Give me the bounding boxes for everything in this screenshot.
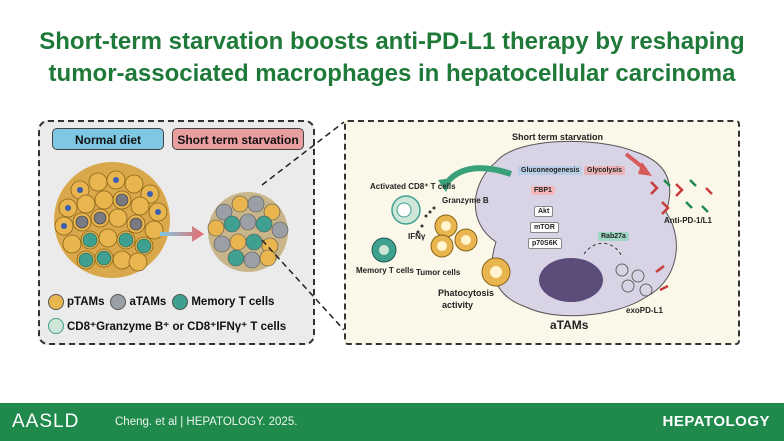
rab27a-box: Rab27a: [598, 232, 629, 241]
glycolysis-box: Glycolysis: [584, 166, 626, 175]
legend-atams: aTAMs: [129, 296, 167, 308]
normal-diet-tumor: [54, 162, 170, 278]
short-term-starvation-label: Short term starvation: [172, 128, 304, 150]
title-line-1: Short-term starvation boosts anti-PD-L1 …: [39, 28, 745, 55]
citation: Cheng. et al | HEPATOLOGY. 2025.: [115, 416, 298, 428]
granzyme-b-label: Granzyme B: [442, 196, 489, 205]
legend-memory: Memory T cells: [191, 296, 275, 308]
cd8-t-cell-icon: [48, 318, 64, 334]
footer-bar: AASLD Cheng. et al | HEPATOLOGY. 2025. H…: [0, 403, 784, 441]
mechanism-illustration: [371, 140, 713, 317]
legend-row-2: CD8⁺Granzyme B⁺ or CD8⁺IFNγ⁺ T cells: [48, 318, 286, 334]
tumor-cells-label: Tumor cells: [416, 268, 461, 277]
phagocytosis-label: Phatocytosis: [438, 288, 495, 298]
transition-arrow: [160, 226, 204, 242]
mtor-box: mTOR: [530, 222, 559, 233]
phagocytosis-activity-label: activity: [442, 300, 474, 310]
ifng-label: IFNγ: [408, 232, 426, 241]
legend-ptams: pTAMs: [67, 296, 105, 308]
normal-diet-label: Normal diet: [52, 128, 164, 150]
akt-box: Akt: [534, 206, 554, 217]
hepatology-logo: HEPATOLOGY: [662, 413, 770, 430]
starvation-header: Short term starvation: [512, 132, 604, 142]
activated-cd8-label: Activated CD8⁺ T cells: [370, 182, 456, 191]
tumor-illustration: [54, 162, 289, 278]
aasld-logo: AASLD: [12, 411, 80, 432]
atams-label: aTAMs: [550, 318, 589, 332]
title-line-2: tumor-associated macrophages in hepatoce…: [48, 60, 736, 87]
fbp1-box: FBP1: [531, 186, 555, 195]
legend-row-1: pTAMs aTAMs Memory T cells: [48, 294, 274, 310]
p70s6k-box: p70S6K: [528, 238, 562, 249]
memory-t-label: Memory T cells: [356, 266, 414, 275]
ptams-icon: [48, 294, 64, 310]
expd-l1-label: exoPD-L1: [626, 306, 663, 315]
right-panel: Short term starvation Gluconeogenesis Gl…: [344, 120, 740, 345]
anti-pd-label: Anti-PD-1/L1: [664, 216, 712, 225]
atams-icon: [110, 294, 127, 310]
starvation-tumor: [207, 192, 289, 272]
left-panel: Normal diet Short term starvation: [38, 120, 315, 345]
gluconeogenesis-box: Gluconeogenesis: [518, 166, 583, 175]
page-title: Short-term starvation boosts anti-PD-L1 …: [0, 26, 784, 90]
legend-cd8: CD8⁺Granzyme B⁺ or CD8⁺IFNγ⁺ T cells: [67, 321, 287, 333]
memory-t-cell-icon: [172, 294, 189, 310]
